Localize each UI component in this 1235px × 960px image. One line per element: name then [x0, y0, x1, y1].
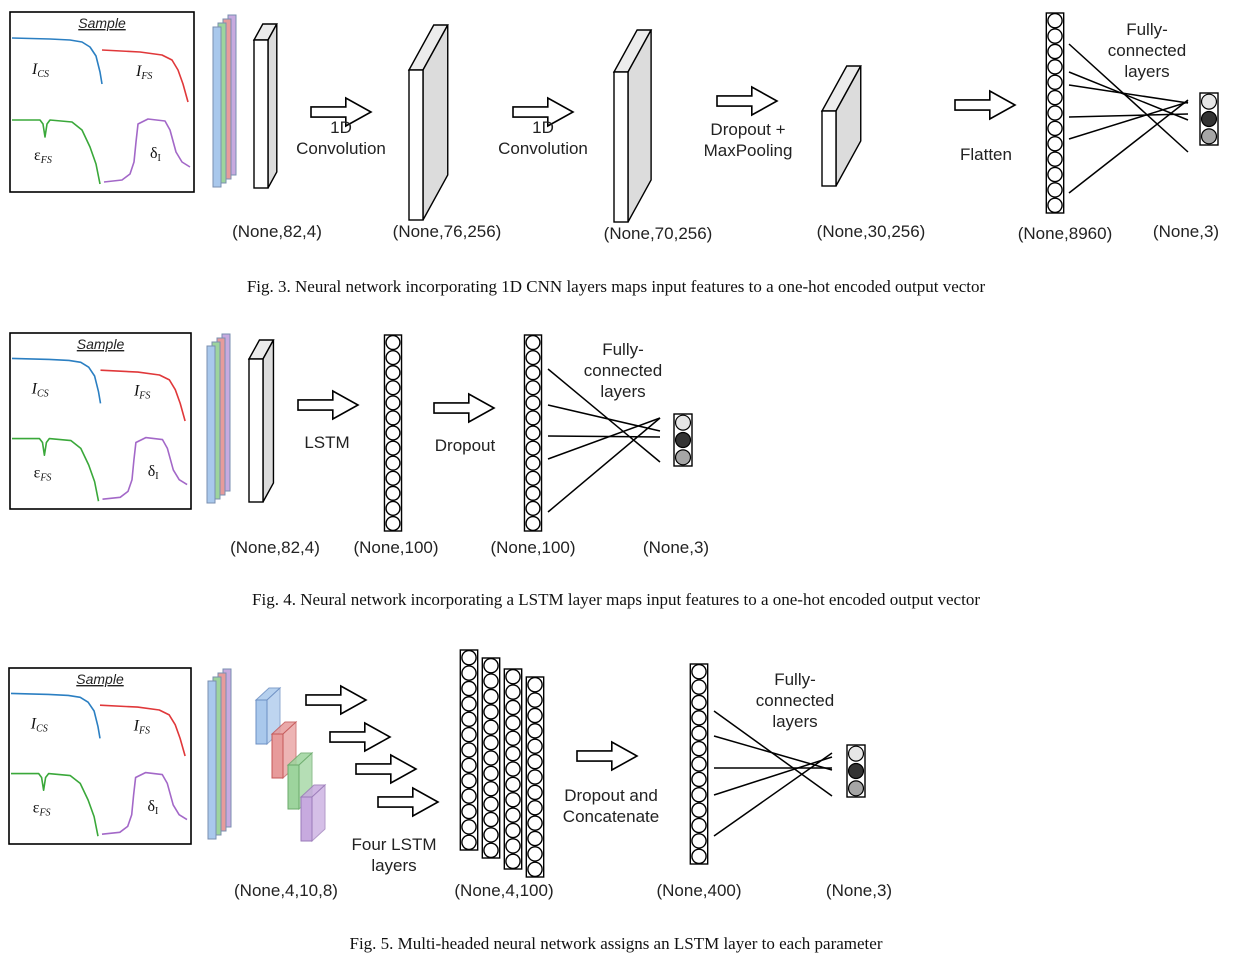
- sample-title: Sample: [76, 671, 124, 687]
- shape-label-input: (None,4,10,8): [234, 881, 338, 900]
- arrow-lstm-head-2: [329, 721, 392, 753]
- signal-label: εFS: [34, 147, 52, 166]
- sample-title: Sample: [78, 15, 126, 31]
- shape-label-output: (None,3): [1153, 222, 1219, 241]
- signal-label: IFS: [133, 383, 150, 402]
- step-label-flatten: Flatten: [960, 145, 1012, 164]
- signal-label: ICS: [30, 716, 48, 735]
- output-vector: [1199, 92, 1219, 146]
- split-head-blocks: [254, 686, 327, 843]
- figure-caption: Fig. 3. Neural network incorporating 1D …: [247, 277, 986, 296]
- signal-label: ICS: [31, 381, 49, 400]
- input-channel-stack: [207, 668, 232, 840]
- conv-block-1: [407, 24, 449, 221]
- shape-label-output: (None,3): [826, 881, 892, 900]
- signal-label: IFS: [133, 718, 150, 737]
- shape-label-input: (None,82,4): [230, 538, 320, 557]
- signal-label: IFS: [135, 63, 152, 82]
- fc-connections: [713, 710, 833, 837]
- shape-label-flatten: (None,8960): [1018, 224, 1113, 243]
- shape-label-conv-1: (None,76,256): [393, 222, 502, 241]
- input-channel-stack: [212, 14, 237, 188]
- input-channel-stack: [206, 333, 231, 504]
- signal-label: δI: [147, 798, 158, 817]
- arrow-lstm-head-1: [305, 684, 368, 716]
- shape-label-dropout: (None,100): [490, 538, 575, 557]
- conv-block-2: [612, 29, 653, 223]
- signal-label: δI: [150, 145, 161, 164]
- lstm-neuron-column-3: [503, 668, 523, 870]
- shape-label-input: (None,82,4): [232, 222, 322, 241]
- signal-label: ICS: [31, 61, 49, 80]
- step-label-dropout-maxpooling: Dropout +MaxPooling: [704, 120, 793, 160]
- arrow-dropout-concatenate: [576, 740, 639, 772]
- signal-label: εFS: [33, 800, 51, 819]
- lstm-neuron-column-4: [525, 676, 545, 878]
- arrow-1d-convolution-1: [310, 96, 373, 128]
- input-tensor-block: [247, 339, 275, 503]
- step-label-dropout: Dropout: [435, 436, 496, 455]
- shape-label-conv-2: (None,70,256): [604, 224, 713, 243]
- figure-caption: Fig. 5. Multi-headed neural network assi…: [350, 934, 883, 953]
- arrow-lstm: [297, 389, 360, 421]
- pooled-block: [820, 65, 862, 187]
- arrow-1d-convolution-2: [512, 96, 575, 128]
- shape-label-concat: (None,400): [656, 881, 741, 900]
- fc-connections: [1068, 43, 1189, 194]
- signal-label: εFS: [34, 465, 52, 484]
- fc-connections: [547, 368, 661, 513]
- sample-title: Sample: [77, 336, 125, 352]
- shape-label-output: (None,3): [643, 538, 709, 557]
- arrow-flatten: [954, 89, 1017, 121]
- arrow-dropout-maxpooling: [716, 85, 779, 117]
- input-tensor-block: [252, 23, 278, 189]
- lstm-neuron-column: [383, 334, 403, 532]
- arrow-lstm-head-3: [355, 753, 418, 785]
- arrow-lstm-head-4: [377, 786, 440, 818]
- shape-label-lstm: (None,100): [353, 538, 438, 557]
- step-label-lstm: LSTM: [304, 433, 349, 452]
- arrow-dropout: [433, 392, 496, 424]
- shape-label-pooling: (None,30,256): [817, 222, 926, 241]
- dropout-neuron-column: [523, 334, 543, 532]
- lstm-neuron-column-1: [459, 649, 479, 851]
- shape-label-lstm: (None,4,100): [454, 881, 553, 900]
- lstm-neuron-column-2: [481, 657, 501, 859]
- concat-neuron-column: [689, 663, 709, 865]
- figure-caption: Fig. 4. Neural network incorporating a L…: [252, 590, 980, 609]
- flatten-neuron-column: [1045, 12, 1065, 214]
- output-vector: [673, 413, 693, 467]
- signal-label: δI: [148, 463, 159, 482]
- output-vector: [846, 744, 866, 798]
